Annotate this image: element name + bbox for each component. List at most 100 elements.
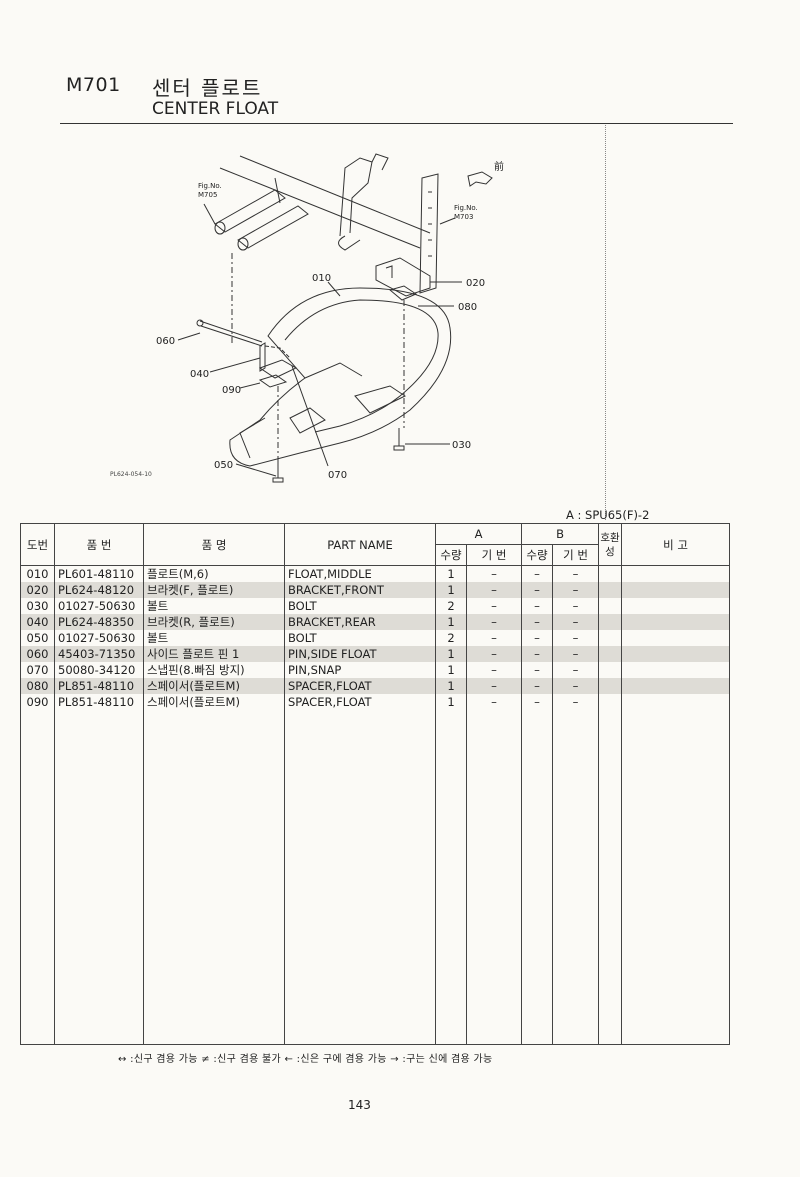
- table-row: 060 45403-71350 사이드 플로트 핀 1 PIN,SIDE FLO…: [20, 646, 731, 662]
- row-name-ko: 사이드 플로트 핀 1: [143, 646, 285, 662]
- callout-040: 040: [190, 369, 209, 380]
- row-a-qty: 1: [435, 646, 467, 662]
- table-row: 030 01027-50630 볼트 BOLT 2 – – –: [20, 598, 731, 614]
- row-a-base: –: [466, 646, 522, 662]
- row-b-qty: –: [521, 678, 553, 694]
- fig-ref-m705-line1: Fig.No.: [198, 182, 222, 190]
- row-a-qty: 1: [435, 582, 467, 598]
- row-remarks: [621, 582, 731, 598]
- row-a-qty: 2: [435, 630, 467, 646]
- row-part-no: PL601-48110: [54, 565, 144, 582]
- row-interchange: [598, 630, 623, 646]
- row-b-base: –: [551, 582, 600, 598]
- model-line: A : SPU65(F)-2: [566, 508, 650, 522]
- row-interchange: [598, 694, 623, 710]
- row-a-qty: 1: [435, 694, 467, 710]
- section-title-ko: 센터 플로트: [152, 76, 263, 100]
- row-name-ko: 스페이서(플로트M): [143, 694, 285, 710]
- row-b-base: –: [551, 662, 600, 678]
- row-part-name: BOLT: [284, 630, 436, 646]
- row-no: 030: [20, 598, 55, 614]
- row-a-qty: 1: [435, 662, 467, 678]
- row-no: 020: [20, 582, 55, 598]
- row-part-no: 50080-34120: [54, 662, 144, 678]
- table-row: 080 PL851-48110 스페이서(플로트M) SPACER,FLOAT …: [20, 678, 731, 694]
- row-part-name: BRACKET,FRONT: [284, 582, 436, 598]
- row-b-base: –: [551, 598, 600, 614]
- col-header-group-a: A: [435, 523, 522, 545]
- exploded-parts-diagram: Fig.No. M705 Fig.No. M703 前 010 020 080 …: [110, 153, 504, 483]
- parts-table: 도번 품 번 품 명 PART NAME A B 호환성 비 고 수량 기 번 …: [20, 523, 731, 1045]
- col-header-remarks: 비 고: [621, 523, 731, 566]
- row-b-base: –: [551, 630, 600, 646]
- callout-070: 070: [328, 470, 347, 481]
- table-row: 020 PL624-48120 브라켓(F, 플로트) BRACKET,FRON…: [20, 582, 731, 598]
- row-part-name: BRACKET,REAR: [284, 614, 436, 630]
- fig-ref-m703-line1: Fig.No.: [454, 204, 478, 212]
- row-part-name: PIN,SIDE FLOAT: [284, 646, 436, 662]
- row-b-base: –: [551, 694, 600, 710]
- callout-010: 010: [312, 273, 331, 284]
- row-a-base: –: [466, 694, 522, 710]
- row-no: 070: [20, 662, 55, 678]
- col-header-interchange: 호환성: [598, 523, 623, 566]
- col-header-no: 도번: [20, 523, 55, 566]
- row-part-name: FLOAT,MIDDLE: [284, 565, 436, 582]
- row-a-base: –: [466, 598, 522, 614]
- row-b-qty: –: [521, 598, 553, 614]
- row-interchange: [598, 614, 623, 630]
- col-header-name-ko: 품 명: [143, 523, 285, 566]
- row-part-name: SPACER,FLOAT: [284, 694, 436, 710]
- row-no: 060: [20, 646, 55, 662]
- callout-080: 080: [458, 302, 477, 313]
- row-b-qty: –: [521, 630, 553, 646]
- row-a-base: –: [466, 582, 522, 598]
- col-header-group-b: B: [520, 523, 600, 545]
- row-a-qty: 1: [435, 565, 467, 582]
- table-row: 040 PL624-48350 브라켓(R, 플로트) BRACKET,REAR…: [20, 614, 731, 630]
- row-a-qty: 1: [435, 614, 467, 630]
- row-b-qty: –: [521, 614, 553, 630]
- row-name-ko: 볼트: [143, 598, 285, 614]
- row-remarks: [621, 598, 731, 614]
- col-header-b-qty: 수량: [521, 544, 553, 566]
- row-part-no: PL851-48110: [54, 694, 144, 710]
- row-remarks: [621, 646, 731, 662]
- fig-ref-m703-line2: M703: [454, 213, 473, 221]
- row-interchange: [598, 678, 623, 694]
- row-part-no: PL624-48120: [54, 582, 144, 598]
- row-no: 010: [20, 565, 55, 582]
- row-b-qty: –: [521, 582, 553, 598]
- row-b-qty: –: [521, 646, 553, 662]
- row-b-qty: –: [521, 565, 553, 582]
- row-part-name: SPACER,FLOAT: [284, 678, 436, 694]
- table-row: 010 PL601-48110 플로트(M,6) FLOAT,MIDDLE 1 …: [20, 565, 731, 582]
- row-interchange: [598, 582, 623, 598]
- section-title-en: CENTER FLOAT: [152, 99, 279, 119]
- page-number: 143: [348, 1098, 371, 1112]
- row-no: 080: [20, 678, 55, 694]
- row-b-base: –: [551, 646, 600, 662]
- table-empty-space: [20, 710, 731, 1045]
- row-a-qty: 2: [435, 598, 467, 614]
- row-part-name: BOLT: [284, 598, 436, 614]
- col-header-a-base: 기 번: [466, 544, 522, 566]
- margin-dotted-line: [605, 125, 606, 520]
- callout-030: 030: [452, 440, 471, 451]
- row-name-ko: 플로트(M,6): [143, 565, 285, 582]
- row-interchange: [598, 565, 623, 582]
- section-code: M701: [66, 74, 121, 96]
- col-header-part-name: PART NAME: [284, 523, 436, 566]
- col-header-a-qty: 수량: [435, 544, 467, 566]
- row-interchange: [598, 646, 623, 662]
- row-name-ko: 스냅핀(8.빠짐 방지): [143, 662, 285, 678]
- callout-060: 060: [156, 336, 175, 347]
- row-part-no: 45403-71350: [54, 646, 144, 662]
- row-a-base: –: [466, 614, 522, 630]
- row-part-no: PL624-48350: [54, 614, 144, 630]
- row-part-name: PIN,SNAP: [284, 662, 436, 678]
- table-row: 070 50080-34120 스냅핀(8.빠짐 방지) PIN,SNAP 1 …: [20, 662, 731, 678]
- table-row: 090 PL851-48110 스페이서(플로트M) SPACER,FLOAT …: [20, 694, 731, 710]
- row-b-qty: –: [521, 662, 553, 678]
- row-remarks: [621, 630, 731, 646]
